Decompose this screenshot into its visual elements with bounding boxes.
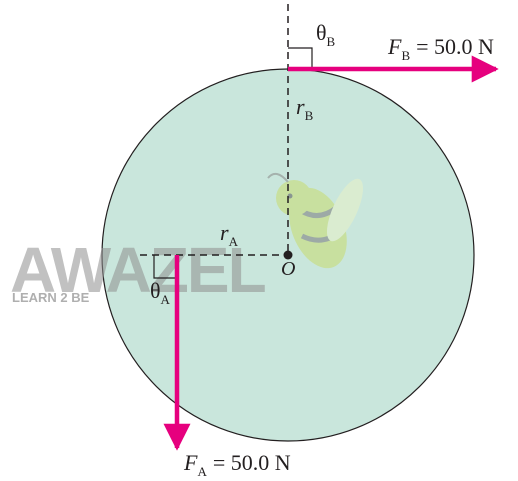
center-label: O <box>281 258 295 280</box>
angle-a-label: θA <box>150 278 171 307</box>
watermark-bee-icon <box>267 172 364 269</box>
radius-b-subscript: B <box>305 108 314 123</box>
angle-b-subscript: B <box>327 34 336 49</box>
force-b-label: FB = 50.0 N <box>387 34 494 63</box>
pivot-point <box>283 250 293 260</box>
angle-b-symbol: θ <box>316 20 327 45</box>
right-angle-marker-b <box>288 47 313 68</box>
right-angle-marker-a <box>153 255 176 279</box>
force-b-symbol: F <box>387 34 402 59</box>
force-a-value: = 50.0 N <box>213 450 291 475</box>
watermark-sub-text: LEARN 2 BE <box>12 290 90 305</box>
force-a-subscript: A <box>197 464 207 479</box>
radius-a-subscript: A <box>229 234 239 249</box>
radius-b-symbol: r <box>296 94 305 119</box>
angle-a-subscript: A <box>161 292 171 307</box>
radius-a-label: rA <box>220 220 239 249</box>
angle-a-symbol: θ <box>150 278 161 303</box>
radius-b-label: rB <box>296 94 314 123</box>
radius-a-symbol: r <box>220 220 229 245</box>
watermark-main-text: AWAZEL <box>10 234 266 306</box>
force-a-symbol: F <box>183 450 198 475</box>
watermark-logo: AWAZEL LEARN 2 BE <box>10 172 364 306</box>
force-b-value: = 50.0 N <box>416 34 494 59</box>
force-a-label: FA = 50.0 N <box>183 450 291 479</box>
angle-b-label: θB <box>316 20 336 49</box>
force-b-subscript: B <box>401 48 410 63</box>
